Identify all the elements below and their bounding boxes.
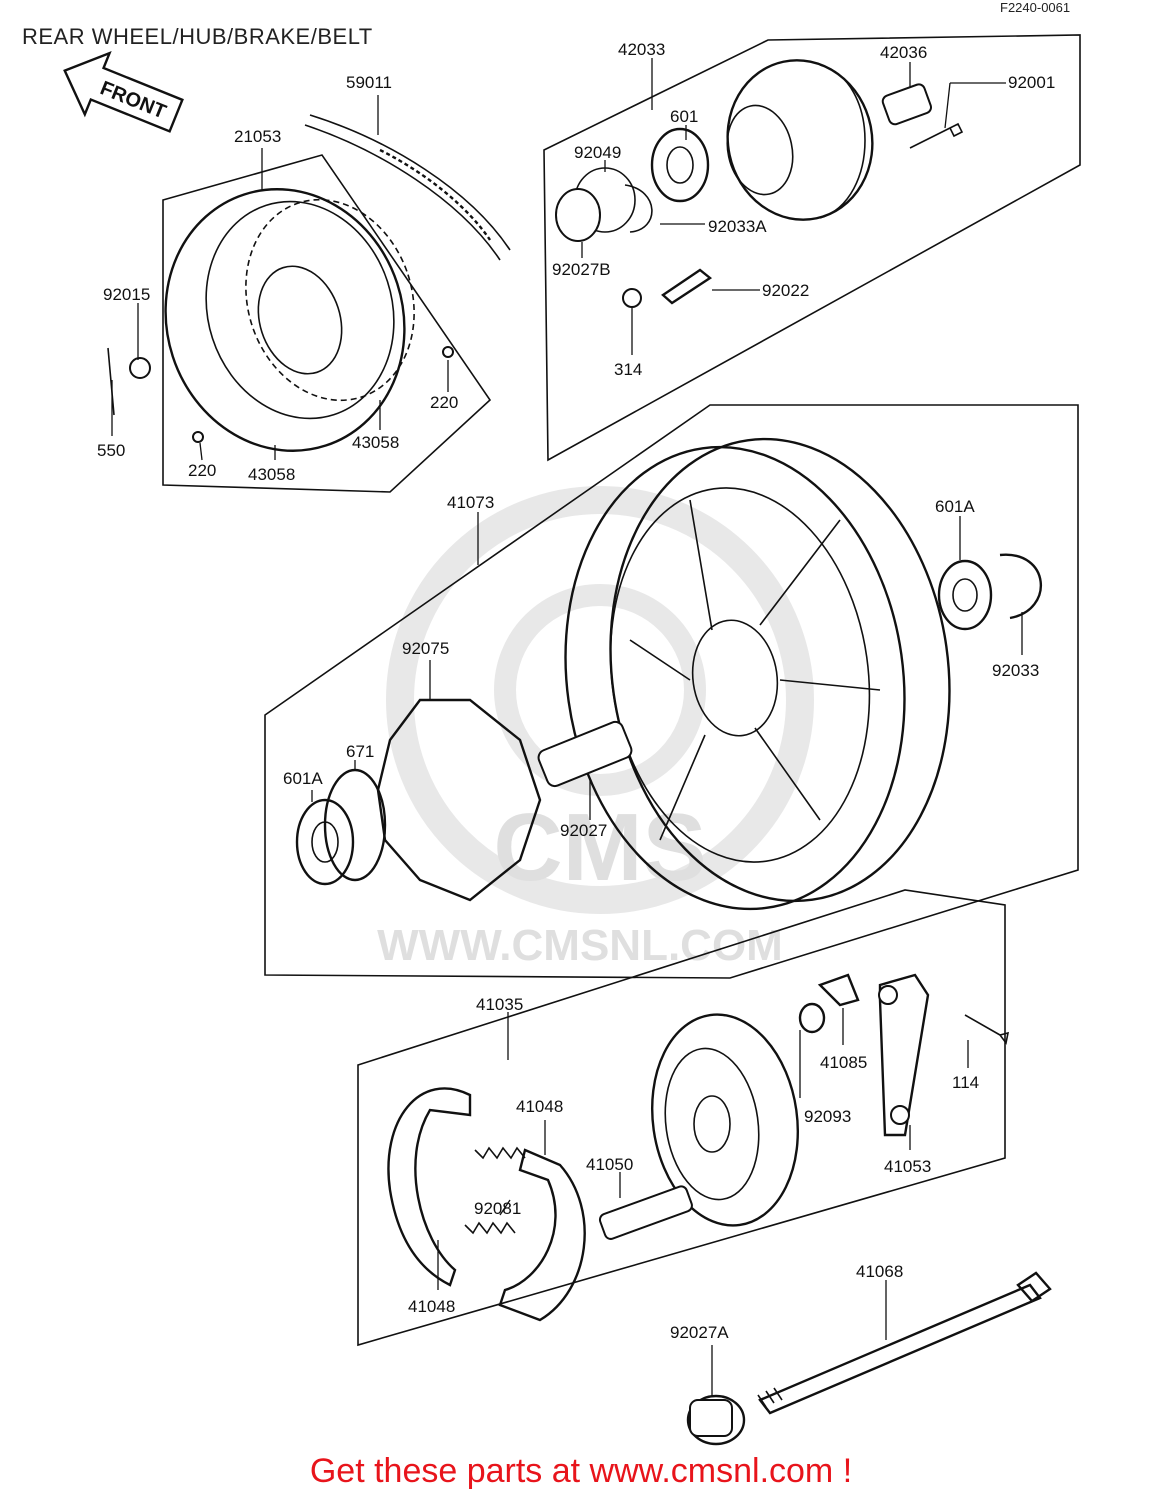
part-label[interactable]: 43058 [248,465,295,484]
part-label[interactable]: 41050 [586,1155,633,1174]
group-box-hub [543,34,1081,462]
part-label[interactable]: 41068 [856,1262,903,1281]
part-label[interactable]: 601A [935,497,975,516]
part-label[interactable]: 41048 [408,1297,455,1316]
part-label[interactable]: 92093 [804,1107,851,1126]
part-label[interactable]: 92075 [402,639,449,658]
part-label[interactable]: 601 [670,107,698,126]
part-label[interactable]: 220 [188,461,216,480]
part-label[interactable]: 42033 [618,40,665,59]
figure-ref: F2240-0061 [1000,0,1070,15]
part-label[interactable]: 43058 [352,433,399,452]
part-label[interactable]: 92027A [670,1323,729,1342]
damper-92075 [376,698,542,902]
part-label[interactable]: 92049 [574,143,621,162]
part-label[interactable]: 41053 [884,1157,931,1176]
part-label[interactable]: 92081 [474,1199,521,1218]
brake-shoe-upper [387,1087,472,1287]
rear-hub-21053 [164,188,406,452]
part-label[interactable]: 41048 [516,1097,563,1116]
brake-shoe-lower [498,1148,586,1322]
collar-92027A [686,1394,746,1446]
part-label[interactable]: 59011 [346,73,392,92]
part-label[interactable]: 220 [430,393,458,412]
part-label[interactable]: 21053 [234,127,281,146]
part-label[interactable]: 92001 [1008,73,1055,92]
part-label[interactable]: 92033 [992,661,1039,680]
part-label[interactable]: 92015 [103,285,150,304]
hub-flange-42033 [726,59,874,221]
part-label[interactable]: 41073 [447,493,494,512]
group-box-brake [357,889,1006,1347]
part-label[interactable]: 41085 [820,1053,867,1072]
part-label[interactable]: 92022 [762,281,809,300]
part-label[interactable]: 41035 [476,995,523,1014]
part-label[interactable]: 114 [952,1073,979,1092]
part-label[interactable]: 42036 [880,43,927,62]
part-label[interactable]: 92027B [552,260,611,279]
rear-axle-41068 [758,1283,1042,1415]
part-label[interactable]: 92027 [560,821,607,840]
brake-panel-41035 [650,1013,800,1227]
part-label[interactable]: 671 [346,742,374,761]
front-arrow-icon: FRONT [63,51,184,133]
group-box-wheel [264,404,1079,979]
part-label[interactable]: 314 [614,360,642,379]
page-title: REAR WHEEL/HUB/BRAKE/BELT [22,24,373,49]
group-box-sprocket [162,154,492,493]
part-label[interactable]: 92033A [708,217,767,236]
watermark-url: WWW.CMSNL.COM [377,921,783,970]
part-label[interactable]: 550 [97,441,125,460]
part-label[interactable]: 601A [283,769,323,788]
footer-link[interactable]: Get these parts at www.cmsnl.com ! [309,1452,853,1490]
